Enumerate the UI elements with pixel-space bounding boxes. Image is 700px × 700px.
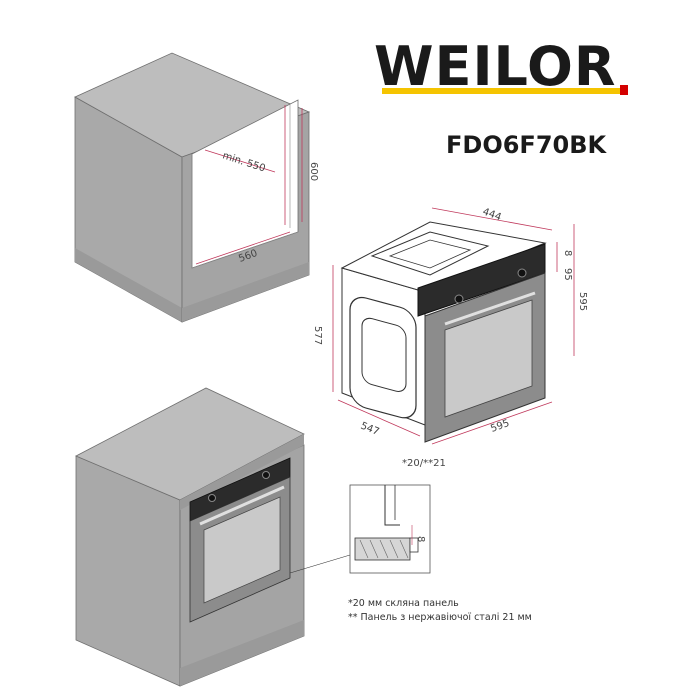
oven-knob-left [454,294,464,304]
brand-underline [382,88,620,94]
brand-logo: WEILOR [374,35,628,98]
cabinet-niche: min. 550 600 560 [74,52,319,323]
detail-gap-label: 8 [415,536,426,542]
note-glass-panel: *20 мм скляна панель [348,598,459,609]
cabinet-plinth-side [75,248,182,322]
oven-handle [444,291,536,326]
brand-mark [620,85,628,95]
detail-section: *20/**21 8 [349,458,446,574]
oven-height-label: 577 [312,326,323,345]
oven-window [444,299,533,418]
detail-worktop-hatch [354,537,411,561]
oven-panel-b-label: 95 [562,268,573,281]
oven-body: 444 8 95 595 577 547 595 [312,206,588,445]
niche-height-label: 600 [308,162,319,181]
oven-front-height-label: 595 [577,292,588,311]
cabinet-installed [75,387,351,687]
oven-depth-label: 547 [359,421,381,438]
oven-panel-a-label: 8 [562,250,573,256]
model-number: FDO6F70BK [446,131,608,159]
brand-name: WEILOR [374,35,617,98]
oven-width-label: 595 [489,418,511,435]
detail-label: *20/**21 [402,458,446,469]
note-steel-panel: ** Панель з нержавіючої сталі 21 мм [348,612,532,623]
oven-knob-right [517,268,527,278]
oven-top-depth-label: 444 [481,206,503,223]
